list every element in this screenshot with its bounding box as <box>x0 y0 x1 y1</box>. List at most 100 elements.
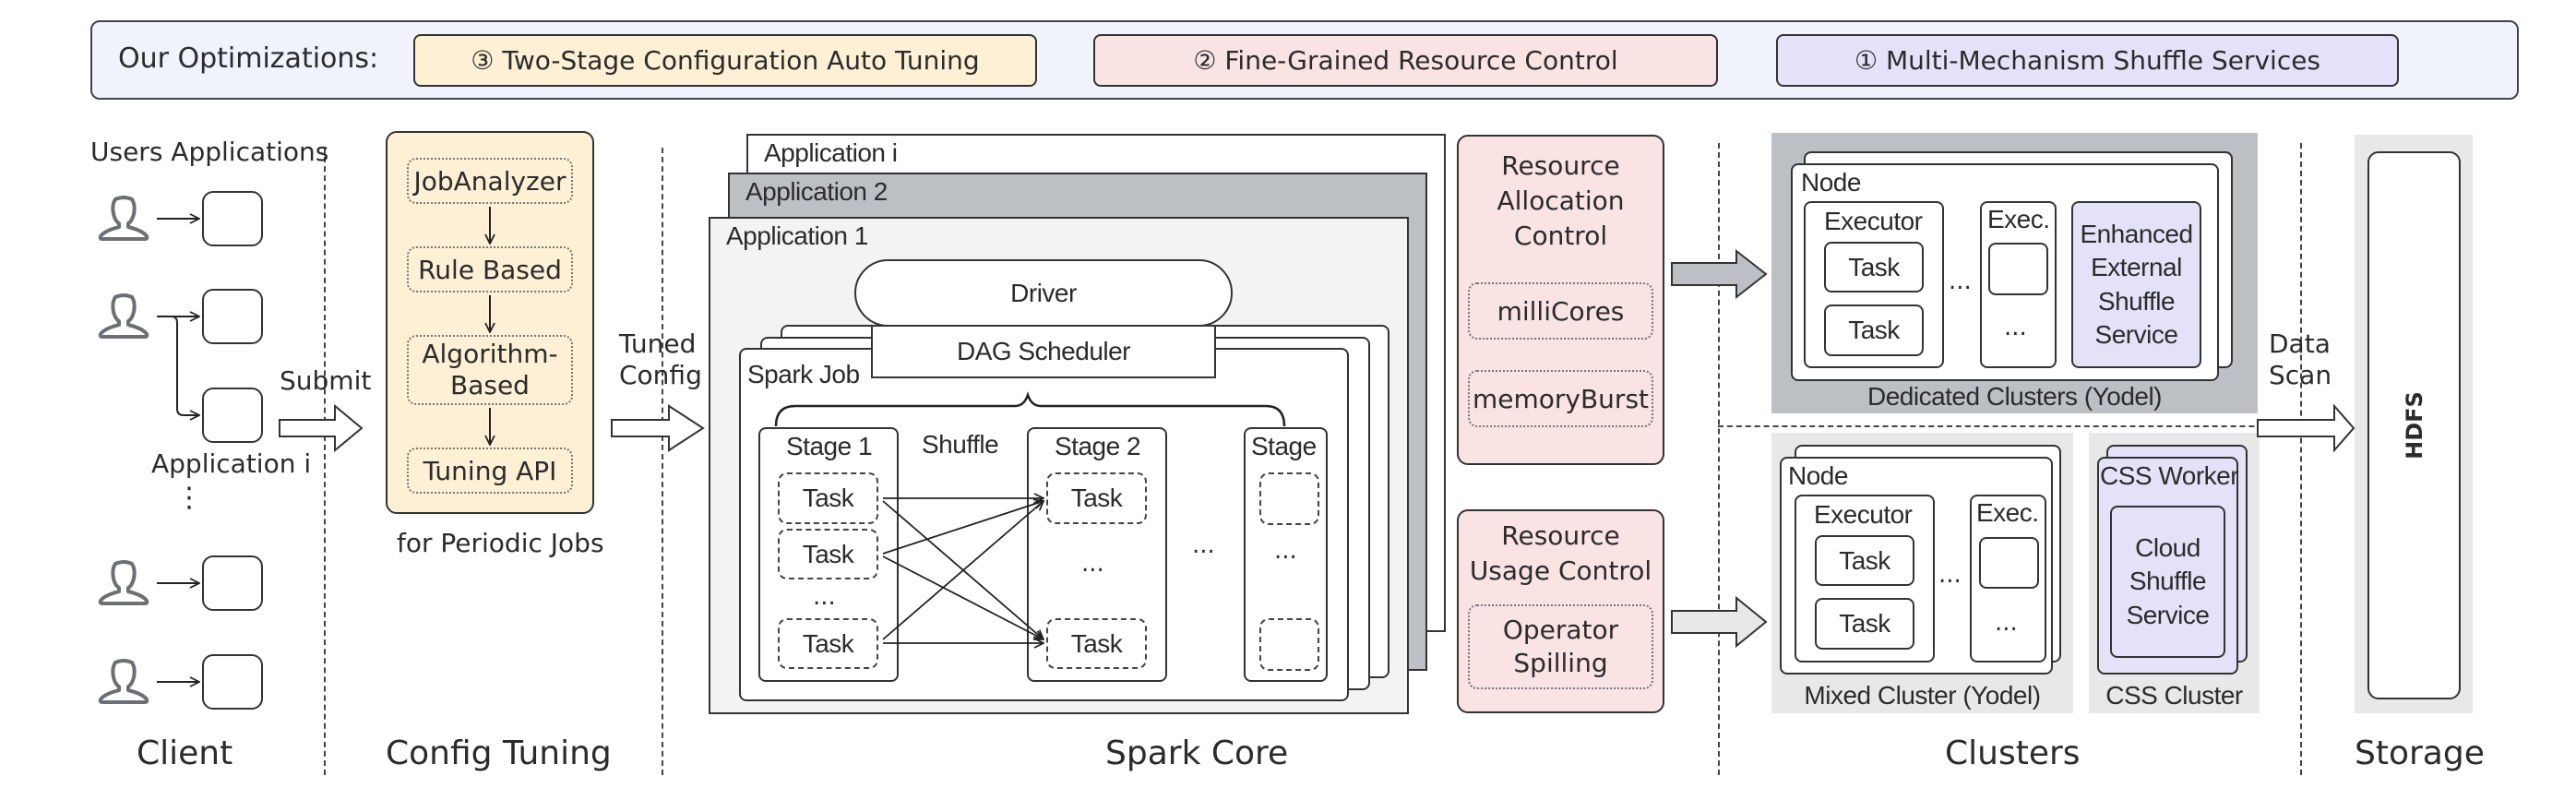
task-label: Task <box>1839 609 1890 638</box>
stage-1-box[interactable] <box>758 427 899 682</box>
dedicated-exec-label: Exec. <box>1987 205 2050 233</box>
cloud-shuffle-service-label: Cloud Shuffle Service <box>2126 532 2210 629</box>
task-label: Task <box>1848 316 1900 344</box>
user-icon <box>98 659 149 704</box>
section-label-config-tuning: Config Tuning <box>386 734 612 772</box>
vertical-ellipsis: ⋮ <box>175 482 203 514</box>
resource-usage-title-text: Resource Usage Control <box>1469 520 1652 586</box>
stage-2-task[interactable]: Task <box>1046 618 1147 669</box>
mixed-executor-label: Executor <box>1814 500 1913 529</box>
dedicated-exec-task[interactable] <box>1988 243 2048 295</box>
submit-arrow <box>279 403 364 453</box>
task-label: Task <box>802 484 854 512</box>
mixed-task[interactable]: Task <box>1815 535 1914 586</box>
resource-allocation-control-panel <box>1457 135 1664 465</box>
dedicated-exec-ellipsis: ... <box>2004 314 2027 341</box>
section-label-storage: Storage <box>2355 734 2485 772</box>
divider-config-spark <box>662 148 663 775</box>
tuning-step-tuning-api: Tuning API <box>407 448 573 494</box>
driver-label: Driver <box>1010 278 1077 307</box>
section-label-client: Client <box>137 734 233 772</box>
user-to-app-i-arrow <box>171 316 199 415</box>
optimization-resource-control: ② Fine-Grained Resource Control <box>1093 34 1718 87</box>
dedicated-cluster-label: Dedicated Clusters (Yodel) <box>1771 380 2258 413</box>
stage-2-task[interactable]: Task <box>1046 472 1147 524</box>
tuning-step-algorithm-based: Algorithm- Based <box>407 335 573 405</box>
dag-scheduler-box[interactable]: DAG Scheduler <box>871 325 1216 378</box>
hdfs-label-text: HDFS <box>2401 391 2427 460</box>
mixed-cluster-label-text: Mixed Cluster (Yodel) <box>1804 681 2041 710</box>
tuned-config-label: Tuned Config <box>619 328 702 390</box>
divider-client-config <box>324 148 326 775</box>
application-2-title: Application 2 <box>745 177 888 206</box>
section-label-spark-core: Spark Core <box>1105 734 1289 772</box>
stage-1-ellipsis: ... <box>813 583 836 611</box>
stage-1-task[interactable]: Task <box>778 472 878 524</box>
mixed-cluster-label: Mixed Cluster (Yodel) <box>1771 679 2073 712</box>
mixed-exec-label: Exec. <box>1976 498 2039 527</box>
cloud-shuffle-service[interactable]: Cloud Shuffle Service <box>2110 506 2225 658</box>
stage-2-box[interactable] <box>1027 427 1167 682</box>
hdfs-box[interactable] <box>2367 151 2461 699</box>
section-label-clusters: Clusters <box>1945 734 2081 772</box>
optimization-shuffle-services-label: ① Multi-Mechanism Shuffle Services <box>1854 45 2321 76</box>
mixed-node-label: Node <box>1788 461 1848 490</box>
css-worker-label: CSS Worker <box>2100 461 2239 490</box>
dedicated-task[interactable]: Task <box>1824 304 1924 356</box>
operator-spilling-label: Operator Spilling <box>1502 614 1619 678</box>
user-application-box[interactable] <box>202 654 263 710</box>
user-application-box[interactable] <box>202 555 263 611</box>
hdfs-label: HDFS <box>2367 151 2461 699</box>
user-application-box[interactable] <box>202 191 263 246</box>
stage-1-task[interactable]: Task <box>778 618 878 669</box>
mixed-executor-ellipsis: ... <box>1938 561 1962 589</box>
stage-1-task[interactable]: Task <box>778 529 878 579</box>
dedicated-executor-label: Executor <box>1824 207 1923 235</box>
millicores-item: milliCores <box>1468 282 1653 340</box>
application-i-title: Application i <box>764 138 898 167</box>
application-i-label: Application i <box>151 448 312 479</box>
stage-1-label: Stage 1 <box>786 432 873 460</box>
css-cluster-label: CSS Cluster <box>2089 679 2260 712</box>
divider-clusters-storage <box>2300 143 2302 775</box>
shuffle-label: Shuffle <box>922 430 999 459</box>
spark-job-title: Spark Job <box>747 360 860 388</box>
submit-label: Submit <box>280 365 372 396</box>
optimization-config-tuning: ③ Two-Stage Configuration Auto Tuning <box>413 34 1037 87</box>
user-icon <box>98 293 149 339</box>
mixed-exec-task[interactable] <box>1979 537 2039 589</box>
resource-usage-control-panel <box>1457 509 1664 713</box>
mixed-exec-ellipsis: ... <box>1995 609 2018 637</box>
stage-n-task[interactable] <box>1259 618 1319 671</box>
stage-n-label: Stage <box>1251 432 1317 460</box>
operator-spilling-item: Operator Spilling <box>1468 604 1653 689</box>
task-label: Task <box>1839 545 1890 575</box>
dedicated-node-label: Node <box>1801 168 1861 197</box>
user-icon <box>98 196 149 241</box>
stage-2-label: Stage 2 <box>1055 432 1141 460</box>
tuning-step-label: JobAnalyzer <box>413 165 566 197</box>
enhanced-external-shuffle-service[interactable]: Enhanced External Shuffle Service <box>2071 201 2201 368</box>
user-application-box[interactable] <box>202 289 263 344</box>
divider-cluster-types <box>1718 425 2300 427</box>
stage-n-task[interactable] <box>1259 472 1319 525</box>
application-1-title: Application 1 <box>726 221 868 250</box>
resource-usage-control-title: Resource Usage Control <box>1457 517 1664 591</box>
dedicated-executor-ellipsis: ... <box>1949 268 1972 295</box>
periodic-jobs-caption: for Periodic Jobs <box>397 528 604 558</box>
optimization-config-tuning-label: ③ Two-Stage Configuration Auto Tuning <box>471 45 980 76</box>
optimizations-label: Our Optimizations: <box>118 42 379 75</box>
memoryburst-label: memoryBurst <box>1472 383 1650 414</box>
task-label: Task <box>1848 252 1900 281</box>
user-application-box[interactable] <box>202 388 263 443</box>
user-icon <box>98 560 149 605</box>
stage-n-box[interactable] <box>1244 427 1328 682</box>
mixed-task[interactable]: Task <box>1815 598 1914 650</box>
driver-box[interactable]: Driver <box>854 259 1233 327</box>
tuning-step-label: Tuning API <box>423 455 557 486</box>
shuffle-service-label: Enhanced External Shuffle Service <box>2080 219 2193 349</box>
data-scan-arrow <box>2257 403 2355 453</box>
css-cluster-label-text: CSS Cluster <box>2105 681 2243 710</box>
dedicated-task[interactable]: Task <box>1824 242 1924 293</box>
task-label: Task <box>1070 484 1123 512</box>
